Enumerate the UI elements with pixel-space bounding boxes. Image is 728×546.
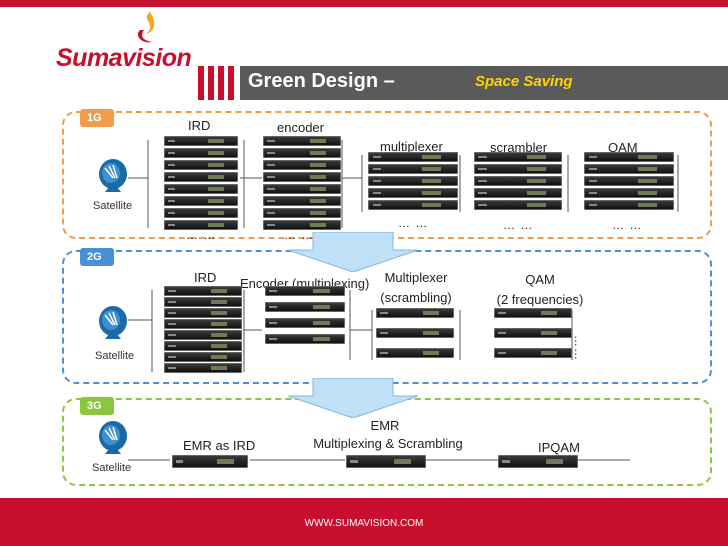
label-qam: QAM [525, 272, 555, 287]
label-scrambling: (scrambling) [380, 290, 452, 305]
label-scrambler: scrambler [490, 140, 548, 155]
sumavision-flame-icon [128, 10, 168, 50]
encoder-device [265, 334, 345, 344]
multiplexer-device [376, 328, 454, 338]
label-ird: IRD [188, 118, 211, 133]
label-qam: QAM [608, 140, 638, 155]
satellite-dish-icon [95, 158, 135, 194]
qam-device [494, 328, 572, 338]
page-subtitle: Space Saving [475, 73, 573, 90]
satellite-label: Satellite [92, 462, 132, 474]
gen-tag-3g: 3G [80, 397, 114, 415]
ellipsis: … … [398, 216, 429, 230]
label-multiplexing-scrambling: Multiplexing & Scrambling [313, 436, 463, 451]
multiplexer-device [368, 152, 458, 162]
page-title: Green Design – [248, 70, 395, 92]
ellipsis-vertical: …… [572, 335, 586, 361]
qam-device [584, 164, 674, 174]
label-multiplexer: multiplexer [380, 139, 443, 154]
satellite-label: Satellite [95, 350, 135, 362]
satellite-label: Satellite [93, 200, 133, 212]
ellipsis: … … [186, 228, 217, 242]
ird-device [164, 148, 238, 158]
ird-device [164, 136, 238, 146]
encoder-device [263, 208, 341, 218]
scrambler-device [474, 188, 562, 198]
qam-device [584, 176, 674, 186]
label-ird: IRD [194, 270, 217, 285]
ipqam-device [498, 455, 578, 468]
ellipsis: … … [503, 218, 534, 232]
qam-device [494, 348, 572, 358]
multiplexer-device [368, 164, 458, 174]
label-emr-as-ird: EMR as IRD [183, 438, 256, 453]
scrambler-device [474, 176, 562, 186]
gen-tag-2g: 2G [80, 248, 114, 266]
encoder-device [263, 220, 341, 230]
title-stripes [198, 66, 238, 100]
encoder-device [265, 302, 345, 312]
encoder-device [263, 148, 341, 158]
ellipsis: … … [284, 228, 315, 242]
satellite-dish-icon [95, 305, 135, 341]
ird-device [164, 341, 242, 351]
multiplexer-device [368, 176, 458, 186]
satellite-dish-icon [95, 420, 135, 456]
encoder-device [265, 318, 345, 328]
arrow-down-icon [287, 231, 419, 277]
arrow-down-icon [287, 377, 419, 423]
ird-device [164, 220, 238, 230]
ird-device [164, 319, 242, 329]
qam-device [494, 308, 572, 318]
footer-bar [0, 498, 728, 546]
scrambler-device [474, 164, 562, 174]
scrambler-device [474, 152, 562, 162]
multiplexer-device [368, 188, 458, 198]
label-2-frequencies: (2 frequencies) [496, 292, 584, 307]
label-multiplexer: Multiplexer [384, 270, 448, 285]
label-encoder: encoder [277, 120, 324, 135]
top-red-bar [0, 0, 728, 7]
ird-device [164, 330, 242, 340]
emr-device [346, 455, 426, 468]
encoder-device [265, 286, 345, 296]
qam-device [584, 152, 674, 162]
ird-device [164, 160, 238, 170]
encoder-device [263, 172, 341, 182]
ird-device [164, 184, 238, 194]
gen-tag-1g: 1G [80, 109, 114, 127]
ird-device [164, 308, 242, 318]
encoder-device [263, 196, 341, 206]
ird-device [164, 196, 238, 206]
title-bar [240, 66, 728, 100]
ird-device [164, 208, 238, 218]
ird-device [164, 352, 242, 362]
ird-device [164, 297, 242, 307]
multiplexer-device [376, 348, 454, 358]
footer-url: WWW.SUMAVISION.COM [304, 518, 424, 529]
label-ipqam: IPQAM [538, 440, 580, 455]
logo-text: Sumavision [56, 44, 192, 72]
qam-device [584, 188, 674, 198]
encoder-device [263, 184, 341, 194]
ellipsis: … … [612, 218, 643, 232]
label-emr: EMR [370, 418, 400, 433]
encoder-device [263, 160, 341, 170]
multiplexer-device [376, 308, 454, 318]
ird-device [164, 172, 238, 182]
ird-device [164, 286, 242, 296]
scrambler-device [474, 200, 562, 210]
multiplexer-device [368, 200, 458, 210]
encoder-device [263, 136, 341, 146]
qam-device [584, 200, 674, 210]
emr-device [172, 455, 248, 468]
ird-device [164, 363, 242, 373]
